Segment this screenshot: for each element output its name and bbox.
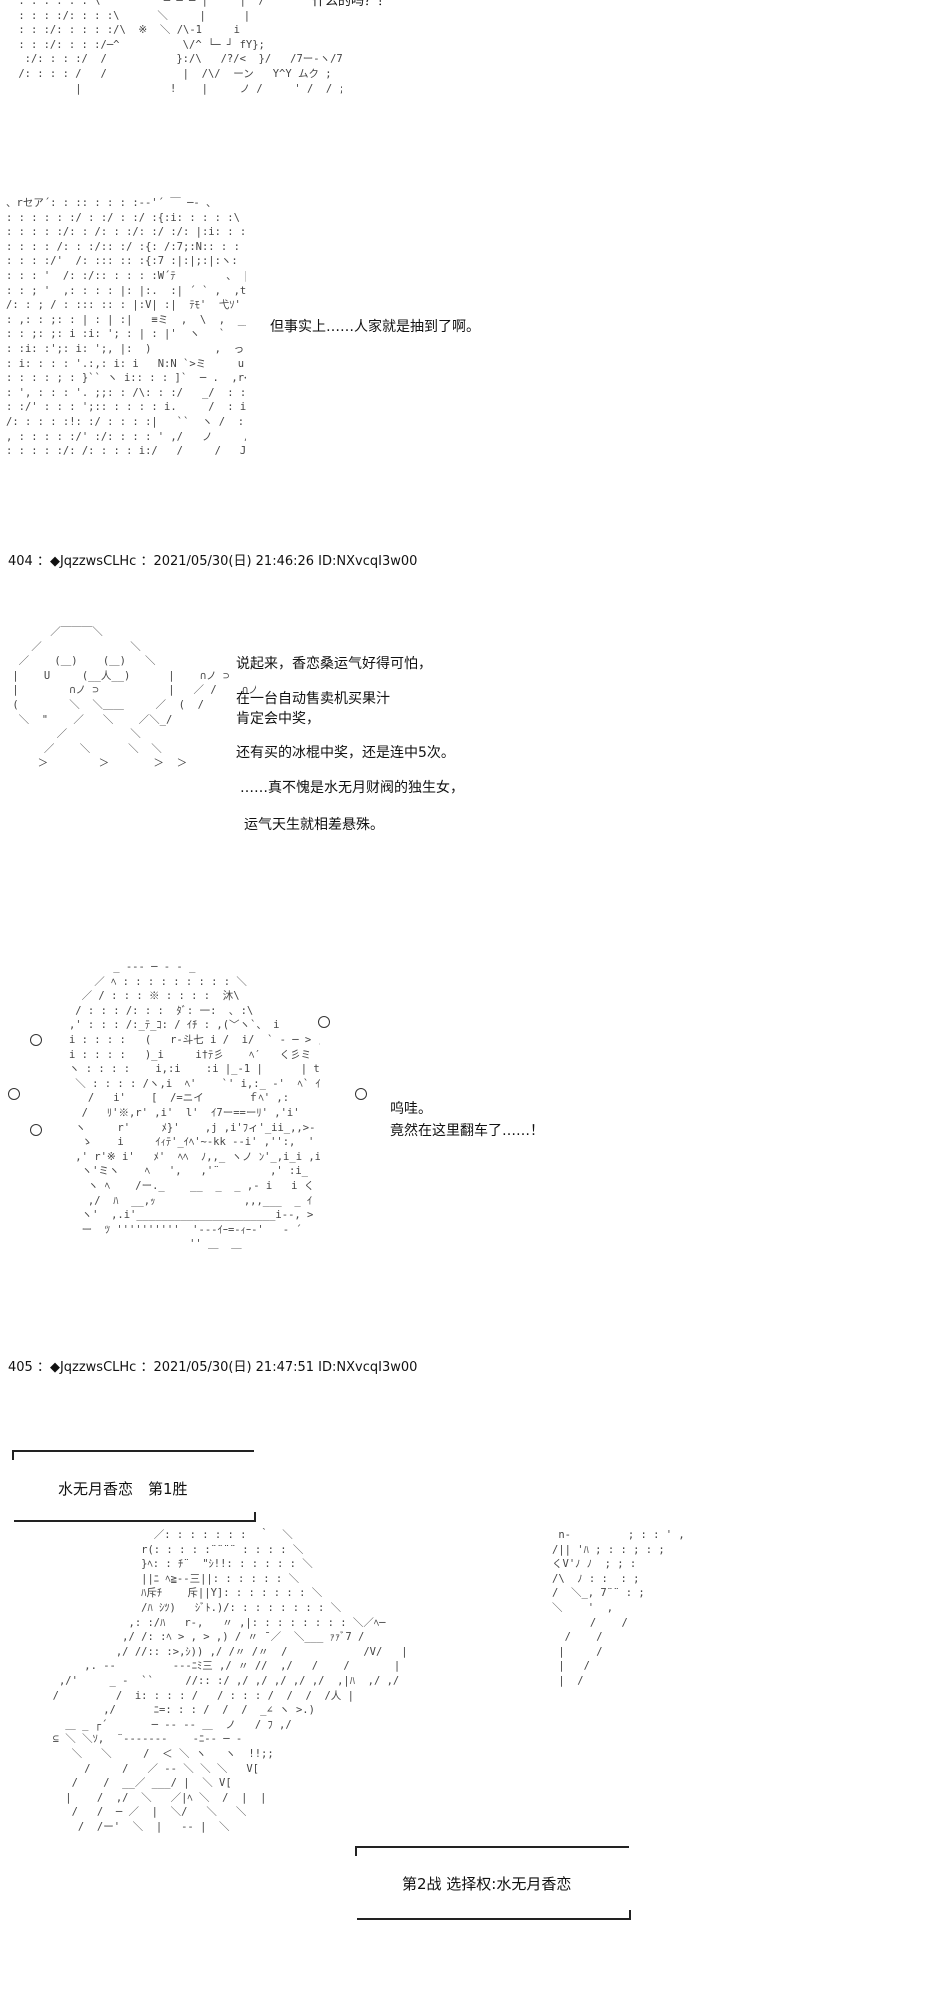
post-header-404: 404 ：◆JqzzwsCLHc ：2021/05/30(日) 21:46:26… — [8, 554, 418, 569]
caption-box-round-label: 第2战 选择权:水无月香恋 — [402, 1875, 572, 1893]
dialogue-line-1: 说起来，香恋桑运气好得可怕， — [236, 656, 432, 672]
dialogue-line-3: 肯定会中奖， — [236, 711, 320, 727]
dialogue-line-4: 还有买的冰棍中奖，还是连中5次。 — [236, 745, 455, 761]
ascii-art-scene-4-left: ／: : : : : : : ｀ ＼ r(: : : : :¨¨¨¨ : : :… — [52, 1529, 408, 1833]
ascii-art-scene-4-right: n- ; : : ' , /|| 'ﾊ ; : : ; : ; くV'ﾉ ﾉ ;… — [552, 1529, 685, 1687]
ascii-art-character-3: _ -‐‐ ─ ‐ - _ ／ ﾍ : : : : : : : : : ＼ ／ … — [68, 961, 320, 1251]
circle-ornament — [355, 1088, 367, 1100]
circle-ornament — [8, 1088, 20, 1100]
caption-box-win — [12, 1450, 256, 1522]
dialogue-line-2: 竟然在这里翻车了……！ — [390, 1123, 544, 1139]
ascii-art-top: : : : : : : \ ─ ─ ┴ | | / : : : :/: : : … — [18, 0, 342, 95]
dialogue-line: 但事实上……人家就是抽到了啊。 — [270, 319, 480, 335]
dialogue-line-5: ……真不愧是水无月财阀的独生女， — [240, 780, 464, 796]
post-header-405: 405 ：◆JqzzwsCLHc ：2021/05/30(日) 21:47:51… — [8, 1360, 418, 1375]
caption-box-round — [355, 1846, 631, 1920]
dialogue-line-2: 在一台自动售卖机买果汁 — [236, 691, 390, 707]
ascii-art-character-1: 、rセア´: : :: : : : :-‐'´ ￣ ─- 、 : : : : :… — [6, 197, 246, 458]
ascii-art-character-2: ／￣￣￣＼ ／ ＼ ／ (＿) (＿) ＼ | U (__人__) | ∩ノ ⊃… — [12, 626, 256, 770]
caption-box-win-label: 水无月香恋 第1胜 — [58, 1480, 188, 1498]
circle-ornament — [30, 1124, 42, 1136]
dialogue-line-1: 呜哇。 — [390, 1101, 432, 1117]
dialogue-line-6: 运气天生就相差悬殊。 — [244, 817, 384, 833]
circle-ornament — [30, 1034, 42, 1046]
circle-ornament — [318, 1016, 330, 1028]
caption-top: 什么的吗？！ — [312, 0, 391, 9]
